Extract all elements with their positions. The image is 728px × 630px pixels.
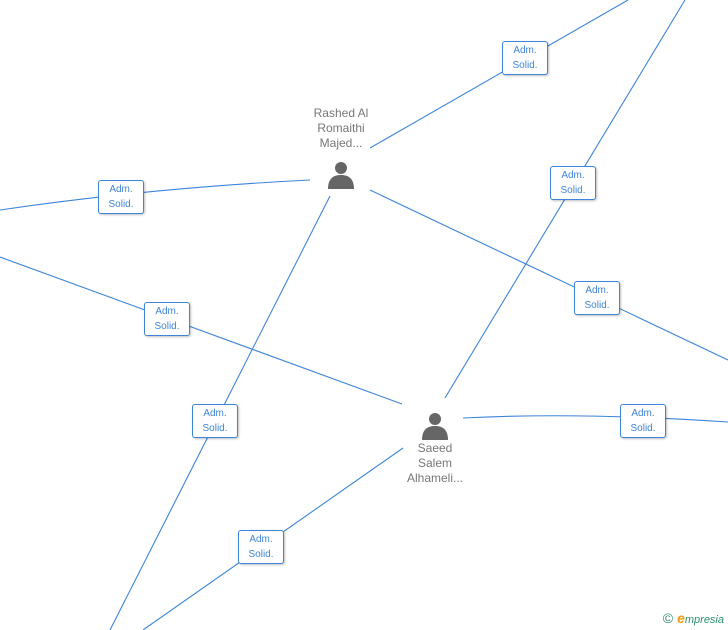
brand-initial: e [677,610,685,626]
person-node-saeed[interactable]: Saeed Salem Alhameli... [385,411,485,486]
edge [369,0,629,149]
person-name: Rashed Al Romaithi Majed... [313,106,369,150]
person-node-rashed[interactable]: Rashed Al Romaithi Majed... [291,106,391,190]
role-badge[interactable]: Adm.Solid. [192,404,238,438]
role-badge[interactable]: Adm.Solid. [238,530,284,564]
role-badge[interactable]: Adm.Solid. [620,404,666,438]
person-name: Saeed Salem Alhameli... [406,441,464,485]
role-badge[interactable]: Adm.Solid. [550,166,596,200]
role-badge[interactable]: Adm.Solid. [574,281,620,315]
role-badge[interactable]: Adm.Solid. [98,180,144,214]
person-icon [328,162,354,189]
edge [0,256,403,405]
role-badge[interactable]: Adm.Solid. [144,302,190,336]
brand-name: mpresia [684,614,724,626]
brand-watermark: ©empresia [663,610,724,626]
role-badge[interactable]: Adm.Solid. [502,41,548,75]
edge [0,179,311,211]
edge [462,415,728,423]
edge [369,189,728,361]
copyright-icon: © [662,610,674,626]
person-icon [422,413,448,440]
